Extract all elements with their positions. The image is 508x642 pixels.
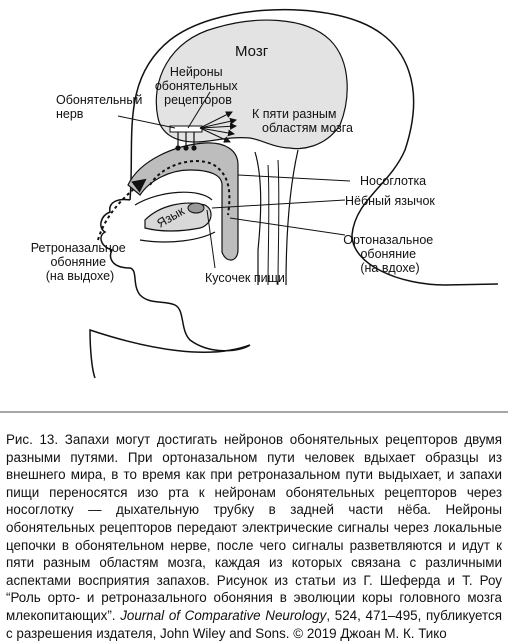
uvula-label: Нёбный язычок [345,194,435,208]
olfactory-nerve-label: Обонятельный нерв [56,93,146,121]
olfaction-diagram: Мозг Нейроны обонятельных рецепторов К п… [0,8,508,413]
five-areas-label: К пяти разным областям мозга [252,107,353,135]
caption-text-2: , 524, 471–495, публикуется с разрешения… [6,607,502,641]
food-piece-shape [187,202,205,214]
receptor-neurons [175,130,197,151]
arrows-to-brain [199,111,237,143]
nasopharynx-label: Носоглотка [360,174,426,188]
receptor-neurons-label: Нейроны обонятельных рецепторов [155,65,241,107]
caption-journal: Journal of Comparative Neurology [120,607,327,623]
brain-shape [155,19,348,150]
figure-caption: Рис. 13. Запахи могут достигать нейронов… [6,431,502,642]
spinal-cord [267,159,280,286]
leader-lines [117,91,351,269]
retronasal-path [97,178,147,241]
head-outline [89,8,499,379]
brain-label: Мозг [235,43,269,60]
food-piece-label: Кусочек пищи [205,271,285,285]
nasal-cavity [127,142,239,261]
caption-text-1: Рис. 13. Запахи могут достигать нейронов… [6,432,502,623]
olfactory-bulb [169,125,203,133]
brainstem [254,149,299,286]
retronasal-label: Ретроназальное обоняние (на выдохе) [31,241,129,283]
orthonasal-label: Ортоназальное обоняние (на вдохе) [343,233,436,275]
